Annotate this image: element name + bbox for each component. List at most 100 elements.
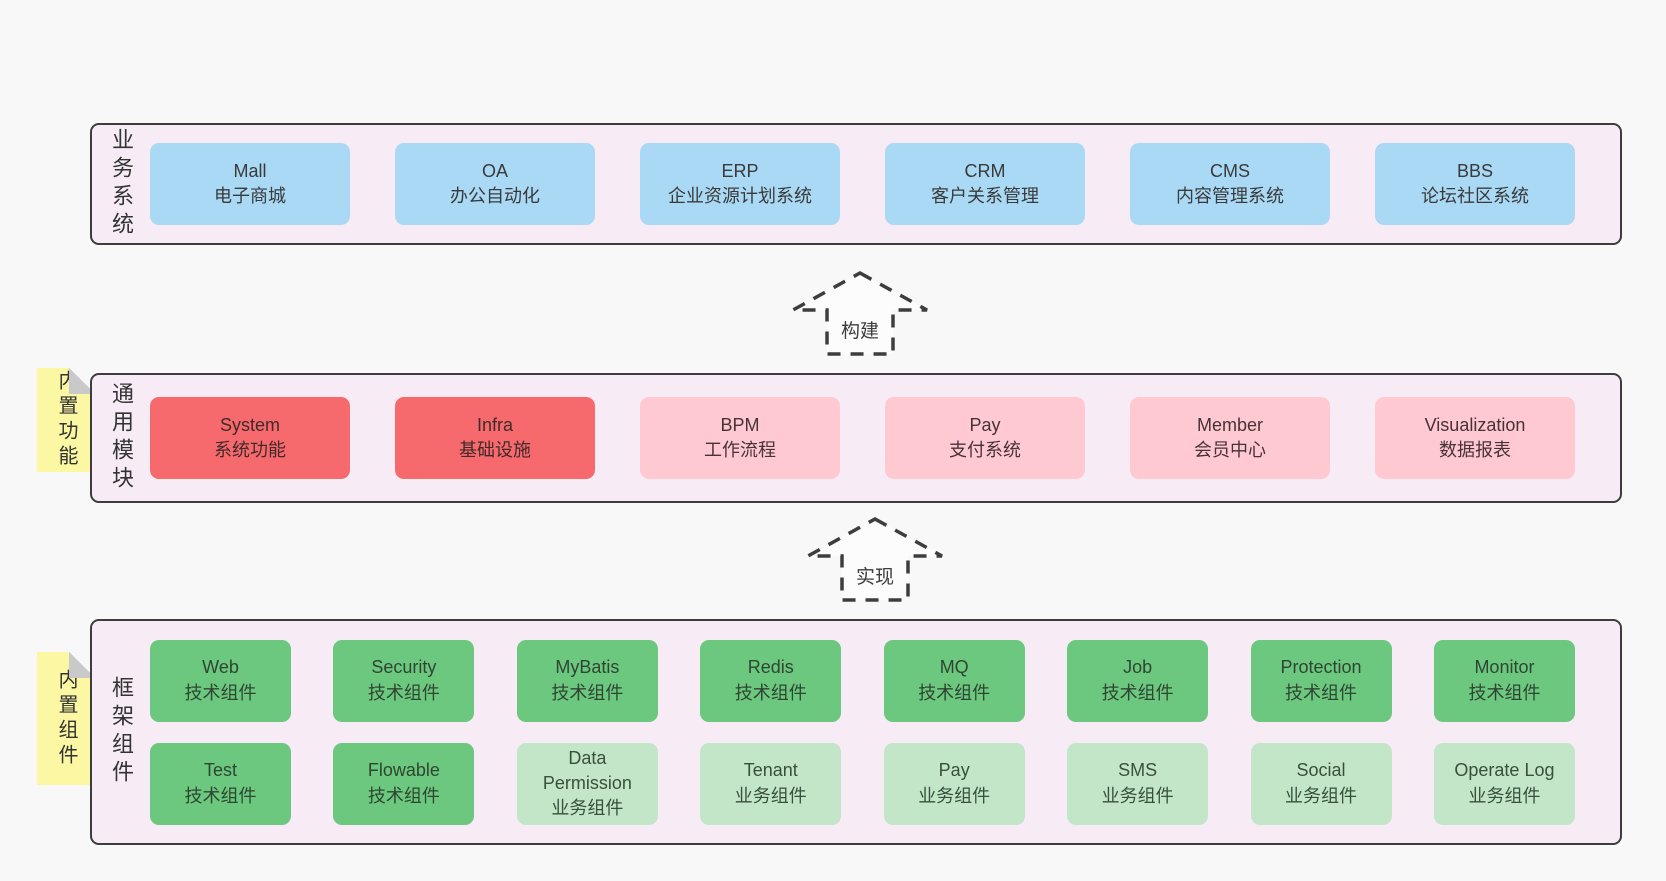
sticky-note-label: 内置组件	[55, 668, 77, 769]
box-title: Infra	[476, 414, 514, 435]
box-mq: MQ 技术组件	[883, 639, 1025, 722]
box-oa: OA 办公自动化	[395, 143, 595, 225]
box-bpm: BPM 工作流程	[640, 397, 840, 479]
box-crm: CRM 客户关系管理	[885, 143, 1085, 225]
box-title: Member	[1196, 414, 1263, 435]
box-title: BPM	[720, 414, 760, 435]
layer-title: 业务系统	[109, 128, 134, 240]
box-protection: Protection 技术组件	[1250, 639, 1392, 722]
box-subtitle: 业务组件	[551, 798, 624, 819]
box-title: CRM	[964, 160, 1006, 181]
box-title: System	[219, 414, 280, 435]
box-subtitle: 业务组件	[1101, 785, 1174, 806]
box-title: Web	[202, 657, 239, 678]
box-subtitle: 业务组件	[918, 785, 991, 806]
box-subtitle: 客户关系管理	[931, 186, 1039, 206]
box-title: Job	[1123, 657, 1153, 678]
box-visualization: Visualization 数据报表	[1375, 397, 1575, 479]
box-data-permission: Data Permission 业务组件	[516, 742, 658, 825]
box-subtitle: 基础设施	[459, 440, 531, 460]
box-subtitle: 论坛社区系统	[1421, 186, 1529, 206]
box-mall: Mall 电子商城	[150, 143, 350, 225]
box-title: BBS	[1456, 160, 1494, 181]
box-title: Social	[1296, 760, 1346, 781]
box-subtitle: 工作流程	[704, 440, 776, 460]
box-cms: CMS 内容管理系统	[1130, 143, 1330, 225]
implement-arrow: 实现	[807, 517, 943, 602]
component-boxes-grid: Web 技术组件 Security 技术组件 MyBatis 技术组件 Redi…	[150, 621, 1620, 843]
box-subtitle: 会员中心	[1194, 440, 1266, 460]
box-member: Member 会员中心	[1130, 397, 1330, 479]
layer-label-column: 框架组件	[92, 621, 150, 843]
box-subtitle: 支付系统	[949, 440, 1021, 460]
box-subtitle: 企业资源计划系统	[668, 186, 812, 206]
box-title: Test	[203, 760, 237, 781]
biz-components-row: Test 技术组件 Flowable 技术组件 Data Permission …	[150, 742, 1575, 825]
box-web: Web 技术组件	[150, 639, 291, 722]
box-title: Visualization	[1424, 414, 1526, 435]
box-title: MQ	[939, 657, 969, 678]
layer-label-column: 通用模块	[92, 375, 150, 501]
box-test: Test 技术组件	[150, 742, 291, 825]
arrow-label: 构建	[841, 320, 879, 342]
box-subtitle: 系统功能	[214, 440, 286, 460]
box-subtitle: 技术组件	[367, 785, 440, 806]
box-pay-component: Pay 业务组件	[883, 742, 1025, 825]
box-subtitle: 业务组件	[1285, 785, 1358, 806]
sticky-note-builtin-components: 内置组件	[37, 652, 95, 785]
box-title: Tenant	[743, 760, 798, 781]
box-subtitle: 数据报表	[1439, 440, 1511, 460]
box-subtitle: 技术组件	[1285, 682, 1358, 703]
box-subtitle: 技术组件	[1101, 682, 1174, 703]
box-title: Pay	[969, 414, 1001, 435]
box-social: Social 业务组件	[1250, 742, 1392, 825]
box-bbs: BBS 论坛社区系统	[1375, 143, 1575, 225]
layer-title: 通用模块	[109, 382, 134, 494]
layer-common-modules: 通用模块 System 系统功能 Infra 基础设施 BPM 工作流程 Pay…	[90, 373, 1622, 503]
up-arrow-icon	[792, 271, 928, 356]
box-title: OA	[481, 160, 508, 181]
sticky-note-label: 内置功能	[55, 370, 77, 470]
box-title: SMS	[1118, 760, 1158, 781]
box-monitor: Monitor 技术组件	[1433, 639, 1575, 722]
layer-title: 框架组件	[109, 676, 134, 788]
box-infra: Infra 基础设施	[395, 397, 595, 479]
box-title: Operate Log	[1454, 760, 1555, 781]
box-title: Pay	[938, 760, 970, 781]
box-title: Data Permission	[542, 747, 632, 793]
box-title: Protection	[1280, 657, 1362, 678]
layer-business-systems: 业务系统 Mall 电子商城 OA 办公自动化 ERP 企业资源计划系统 CRM…	[90, 123, 1622, 245]
tech-components-row: Web 技术组件 Security 技术组件 MyBatis 技术组件 Redi…	[150, 639, 1575, 722]
box-tenant: Tenant 业务组件	[700, 742, 842, 825]
sticky-note-builtin-features: 内置功能	[37, 368, 95, 472]
box-title: Redis	[747, 657, 794, 678]
box-title: ERP	[721, 160, 759, 181]
box-flowable: Flowable 技术组件	[333, 742, 475, 825]
layer-framework-components: 框架组件 Web 技术组件 Security 技术组件 MyBatis 技术组件…	[90, 619, 1622, 845]
box-title: Flowable	[367, 760, 440, 781]
box-pay-system: Pay 支付系统	[885, 397, 1085, 479]
box-subtitle: 技术组件	[184, 785, 257, 806]
arrow-label: 实现	[856, 566, 894, 588]
box-subtitle: 业务组件	[734, 785, 807, 806]
box-subtitle: 技术组件	[551, 682, 624, 703]
box-subtitle: 技术组件	[367, 682, 440, 703]
box-subtitle: 技术组件	[1468, 682, 1541, 703]
business-boxes-row: Mall 电子商城 OA 办公自动化 ERP 企业资源计划系统 CRM 客户关系…	[150, 125, 1620, 243]
box-erp: ERP 企业资源计划系统	[640, 143, 840, 225]
layer-label-column: 业务系统	[92, 125, 150, 243]
box-subtitle: 技术组件	[918, 682, 991, 703]
box-subtitle: 业务组件	[1468, 785, 1541, 806]
box-operate-log: Operate Log 业务组件	[1433, 742, 1575, 825]
box-security: Security 技术组件	[333, 639, 475, 722]
box-system: System 系统功能	[150, 397, 350, 479]
module-boxes-row: System 系统功能 Infra 基础设施 BPM 工作流程 Pay 支付系统…	[150, 375, 1620, 501]
box-title: Security	[371, 657, 437, 678]
box-subtitle: 内容管理系统	[1176, 186, 1284, 206]
box-subtitle: 技术组件	[184, 682, 257, 703]
box-redis: Redis 技术组件	[700, 639, 842, 722]
up-arrow-icon	[807, 517, 943, 602]
box-title: Mall	[233, 160, 267, 181]
box-subtitle: 办公自动化	[450, 186, 540, 206]
